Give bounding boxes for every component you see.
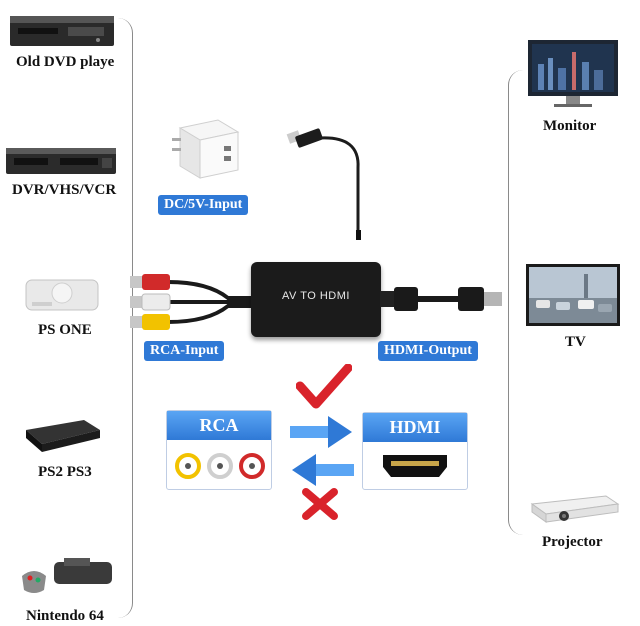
source-label-ps2: PS2 PS3 — [38, 464, 92, 480]
source-label-psone: PS ONE — [38, 322, 92, 338]
output-label-tv: TV — [565, 334, 586, 350]
hdmi-box-title: HDMI — [363, 413, 467, 442]
monitor-icon — [528, 40, 618, 107]
dc-input-label: DC/5V-Input — [158, 195, 249, 215]
power-adapter-icon — [172, 119, 361, 240]
rca-ports-icon — [175, 453, 265, 479]
output-label-projector: Projector — [542, 534, 603, 550]
n64-console-icon — [22, 558, 112, 593]
vcr-icon — [6, 148, 116, 174]
projector-icon — [530, 495, 620, 523]
rca-box-title: RCA — [167, 411, 271, 440]
source-label-n64: Nintendo 64 — [26, 608, 104, 624]
source-label-vcr: DVR/VHS/VCR — [12, 182, 117, 198]
tv-icon — [526, 264, 620, 326]
rca-input-label: RCA-Input — [144, 341, 225, 361]
hdmi-box: HDMI — [362, 412, 468, 490]
source-label-dvd: Old DVD playe — [16, 54, 115, 70]
output-label-monitor: Monitor — [543, 118, 597, 134]
rca-box: RCA — [166, 410, 272, 490]
ps2-console-icon — [26, 420, 100, 452]
dvd-player-icon — [10, 16, 114, 46]
hdmi-output-label: HDMI-Output — [378, 341, 478, 361]
av-to-hdmi-converter: AV TO HDMI — [251, 262, 381, 337]
hdmi-cable-icon — [380, 287, 502, 311]
converter-text: AV TO HDMI — [282, 290, 350, 302]
right-bracket-line — [508, 70, 523, 535]
check-mark-icon — [296, 364, 352, 409]
arrow-left-icon — [292, 454, 354, 486]
ps-one-console-icon — [25, 279, 99, 311]
x-mark-icon — [302, 488, 338, 520]
hdmi-port-icon — [383, 455, 447, 477]
rca-cable-icon — [130, 274, 252, 330]
arrow-right-icon — [290, 416, 352, 448]
